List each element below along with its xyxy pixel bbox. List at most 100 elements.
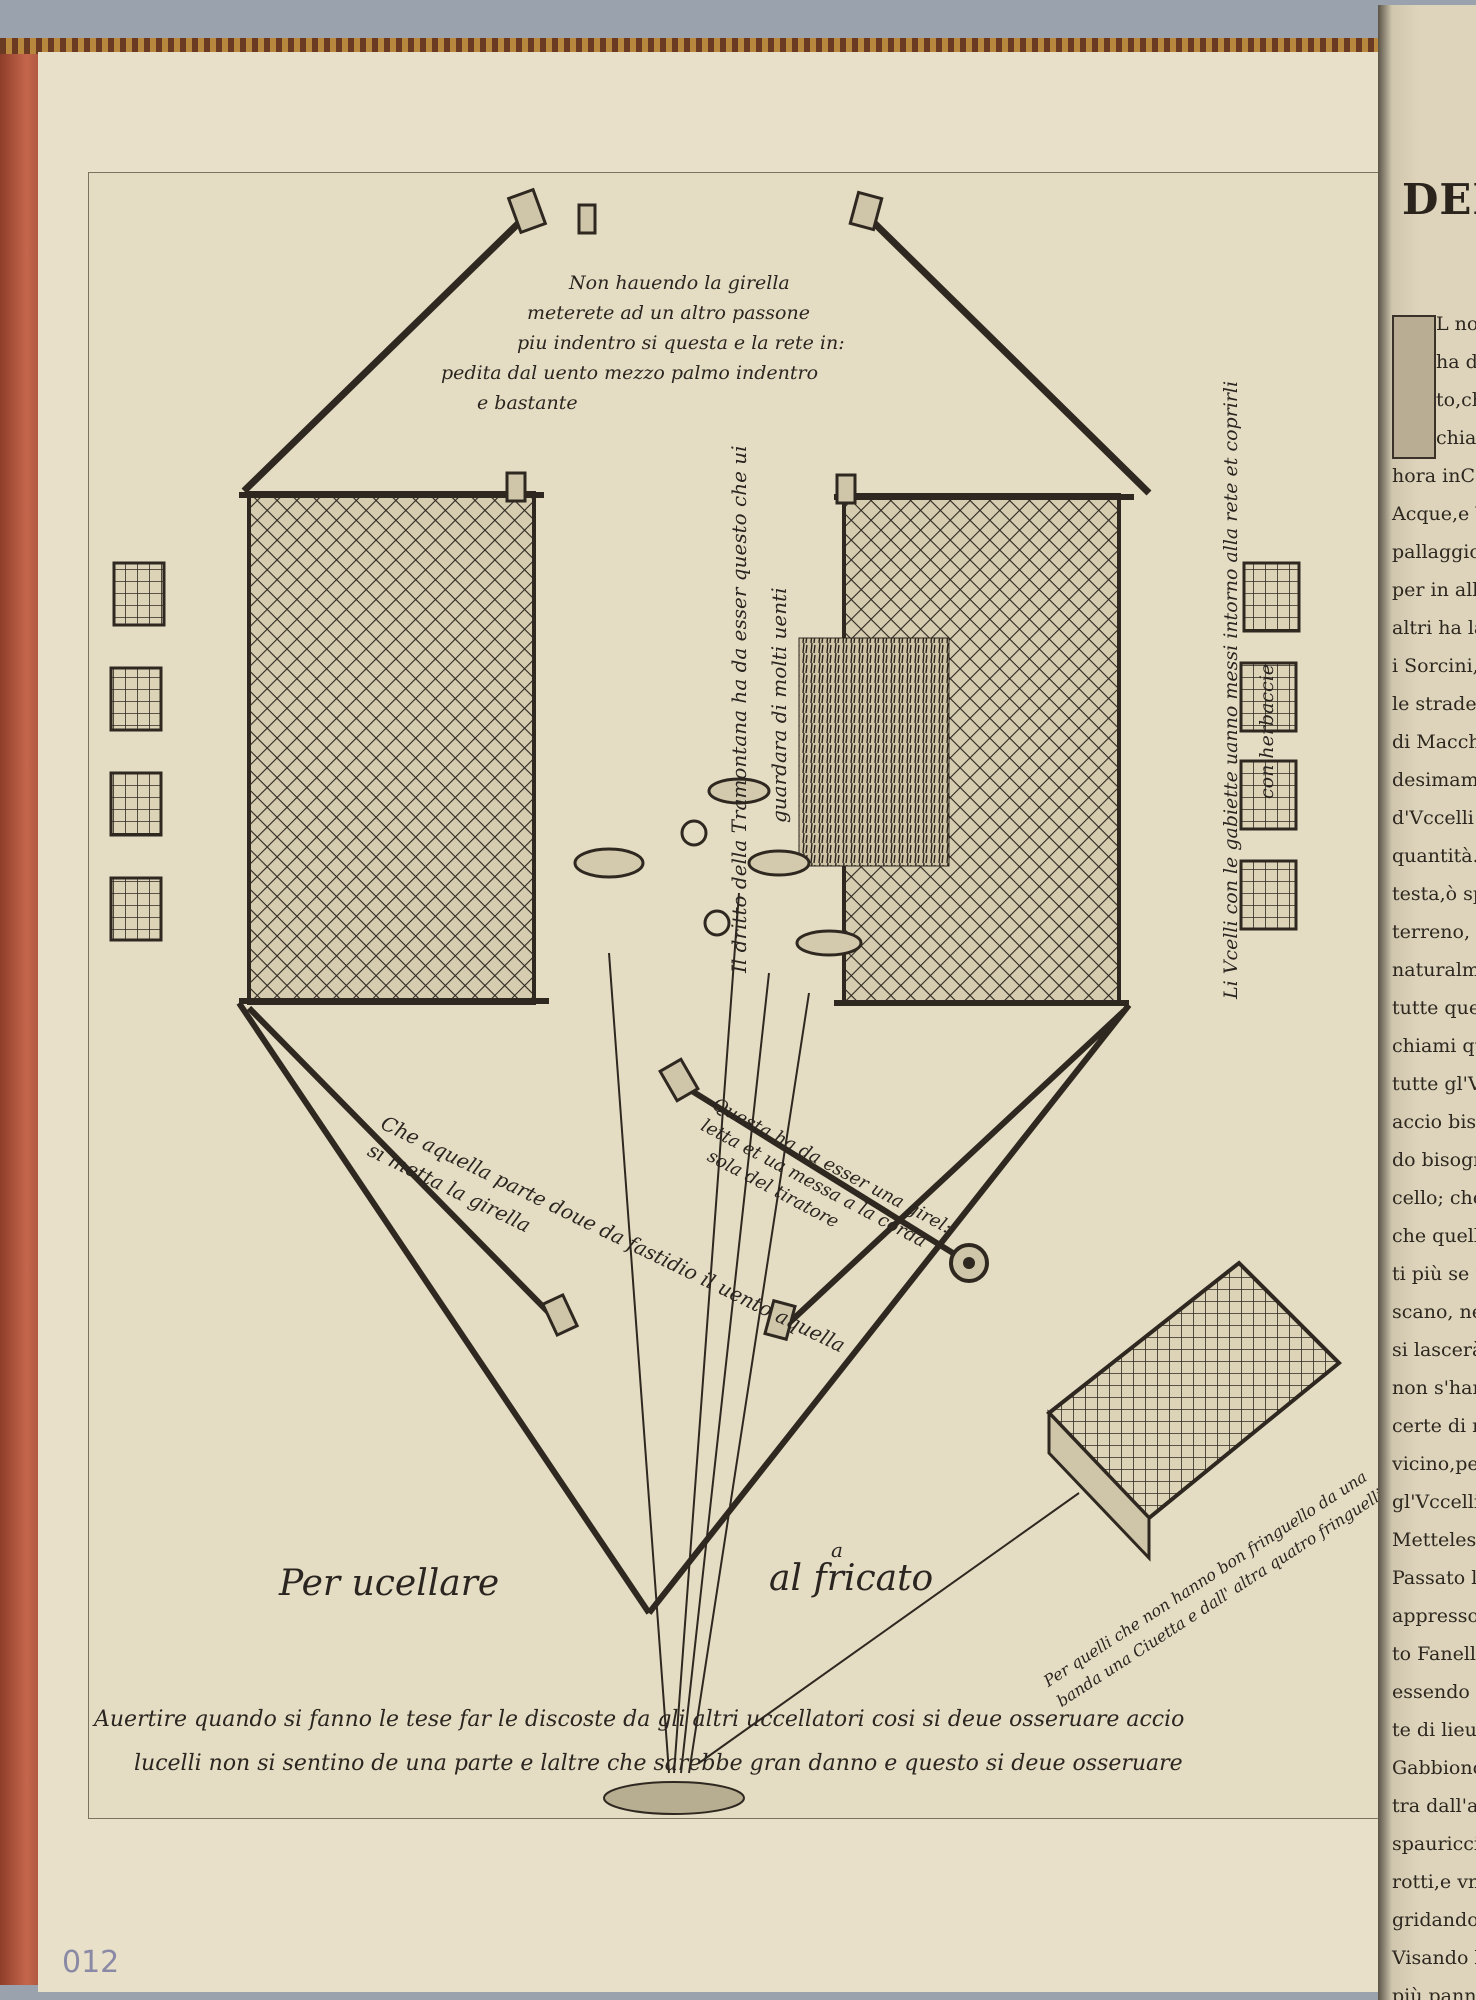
small-cage-right-2 <box>1239 661 1298 733</box>
right-page-line: scano, ne appic <box>1392 1301 1476 1323</box>
stake-lower-left <box>540 1292 580 1338</box>
stake-upper-left <box>506 187 548 235</box>
pull-cord-2 <box>673 892 740 1774</box>
decoy-target-2 <box>703 909 731 937</box>
right-page-line: gridando feruc <box>1392 1909 1476 1931</box>
right-page-line: accio bisogni per <box>1392 1111 1476 1133</box>
right-page-text: L nomeha dato,chechiamhora inCollina,eAc… <box>1392 305 1476 2000</box>
ground-tuft <box>603 1781 745 1815</box>
note-girella-line: meterete ad un altro passone <box>527 302 810 324</box>
right-page-line: te di lieue . Per <box>1392 1719 1476 1741</box>
note-gabbiette-line: Li Vcelli con le gabiette uanno messi in… <box>1220 380 1242 999</box>
right-page-line: rotti,e vn'altra <box>1392 1871 1476 1893</box>
right-page-line: pallaggio de gl'V <box>1392 541 1476 563</box>
right-page-line: terreno, posisin fa <box>1392 921 1476 943</box>
grass-patch <box>798 637 950 867</box>
right-page-line: testa,ò spianato, <box>1392 883 1476 905</box>
note-girella-line: piu indentro si questa e la rete in: <box>517 332 845 354</box>
right-page-line: chiami quegl' V <box>1392 1035 1476 1057</box>
girella-pulley-hub <box>963 1257 975 1269</box>
plate-drawing <box>109 187 1342 1815</box>
pull-cord-1 <box>608 952 670 1774</box>
right-page-line: to Fanello,e Ca <box>1392 1643 1476 1665</box>
rope-upper-left <box>241 210 532 494</box>
right-page-line: appresso alla Re <box>1392 1605 1476 1627</box>
right-page-line: tutte quelle stesse <box>1392 997 1476 1019</box>
engraved-plate: Non hauendo la girella meterete ad un al… <box>88 172 1387 1819</box>
right-page-line: ti più se n'hà, e q <box>1392 1263 1476 1285</box>
right-page-line: altri ha la comodo <box>1392 617 1476 639</box>
left-net <box>247 491 536 1005</box>
right-page: DELL' L nomeha dato,chechiamhora inColli… <box>1378 5 1476 2000</box>
title-per-ucellare: Per ucellare <box>279 1563 500 1604</box>
left-net-stake <box>505 471 527 503</box>
right-page-line: le strade à Passere <box>1392 693 1476 715</box>
rope-lower-right-stake <box>786 1008 1127 1326</box>
right-page-header: DELL' <box>1402 175 1476 224</box>
bottom-note: Auertire quando si fanno le tese far le … <box>94 1698 1184 1786</box>
dropcap-ornament <box>1392 315 1436 459</box>
title-al-fricato: a al fricato <box>769 1538 934 1599</box>
right-page-line: certe di non dan <box>1392 1415 1476 1437</box>
note-tramontana-line: guardara di molti uenti <box>767 587 791 823</box>
right-page-line: per in all'Ognisa <box>1392 579 1476 601</box>
note-gabbiette-line: con herbaccie <box>1256 663 1278 799</box>
small-cage-left-3 <box>109 771 163 837</box>
right-page-line: che quello dall' V <box>1392 1225 1476 1247</box>
decoy-target-1 <box>680 819 708 847</box>
rope-upper-right <box>861 210 1152 496</box>
right-page-line: desimamète, che <box>1392 769 1476 791</box>
note-gabbiette: Li Vcelli con le gabiette uanno messi in… <box>1213 380 1285 999</box>
rope-girella <box>677 1080 971 1266</box>
small-cage-right-3 <box>1239 759 1298 831</box>
note-girella-line: pedita dal uento mezzo palmo indentro <box>441 362 819 384</box>
right-page-line: to,che <box>1436 389 1476 411</box>
right-page-line: naturalmente, Secc <box>1392 959 1476 981</box>
pull-cord-3 <box>680 972 770 1774</box>
bottom-note-line: Auertire quando si fanno le tese far le … <box>94 1707 1185 1732</box>
right-page-line: cello; che legaro <box>1392 1187 1476 1209</box>
title-al-fricato-text: al fricato <box>769 1558 934 1599</box>
note-girella-line: Non hauendo la girella <box>569 272 790 294</box>
note-girella-line: e bastante <box>477 392 578 414</box>
folio-number: 012 <box>62 1945 120 1980</box>
pull-cord-4 <box>688 992 810 1774</box>
right-page-line: Gabbioncino <box>1392 1757 1476 1779</box>
right-page-line: vicino,perche fi <box>1392 1453 1476 1475</box>
note-tramontana: Il dritto della Tramontana ha da esser q… <box>719 445 799 973</box>
right-page-line: tra dall'altro qu <box>1392 1795 1476 1817</box>
right-page-line: di Macchia,e All <box>1392 731 1476 753</box>
book-top-border <box>0 38 1380 54</box>
right-page-line: d'Vccelli de rich <box>1392 807 1476 829</box>
right-page-line: essendo questa l <box>1392 1681 1476 1703</box>
large-trap-cage-side <box>1047 1409 1151 1562</box>
note-girella: Non hauendo la girella meterete ad un al… <box>441 268 845 418</box>
small-cage-left-4 <box>109 876 163 942</box>
right-page-line: Acque,e Vie, qua <box>1392 503 1476 525</box>
rope-lower-left-main <box>236 1001 652 1615</box>
small-cage-left-2 <box>109 666 163 732</box>
right-net-stake <box>835 473 857 505</box>
right-page-line: ha da <box>1436 351 1476 373</box>
decoy-bird-3 <box>747 849 811 877</box>
right-page-line: quantità. A que l <box>1392 845 1476 867</box>
pull-cord-cage <box>698 1492 1080 1764</box>
rope-lower-left-stake <box>246 1005 562 1326</box>
small-cage-left-1 <box>112 561 166 627</box>
right-page-line: Mettelesse à lieu <box>1392 1529 1476 1551</box>
stake-upper-right <box>848 190 884 232</box>
stake-girella <box>658 1057 700 1103</box>
small-cage-right-1 <box>1242 561 1301 633</box>
small-cage-right-4 <box>1239 859 1298 931</box>
right-page-line: gl'Vccelli, bisog <box>1392 1491 1476 1513</box>
title-accent: a <box>831 1538 843 1562</box>
stake-lower-right <box>763 1298 797 1342</box>
note-tramontana-line: Il dritto della Tramontana ha da esser q… <box>727 445 751 973</box>
right-page-line: tutte gl'Vccelli de <box>1392 1073 1476 1095</box>
right-page-line: non s'hanno mai <box>1392 1377 1476 1399</box>
right-page-line: do bisogna, com <box>1392 1149 1476 1171</box>
right-page-line: i Sorcini,e Zodolo <box>1392 655 1476 677</box>
peg-upper-left <box>577 203 597 235</box>
right-page-line: si lascerà l'occhic <box>1392 1339 1476 1361</box>
